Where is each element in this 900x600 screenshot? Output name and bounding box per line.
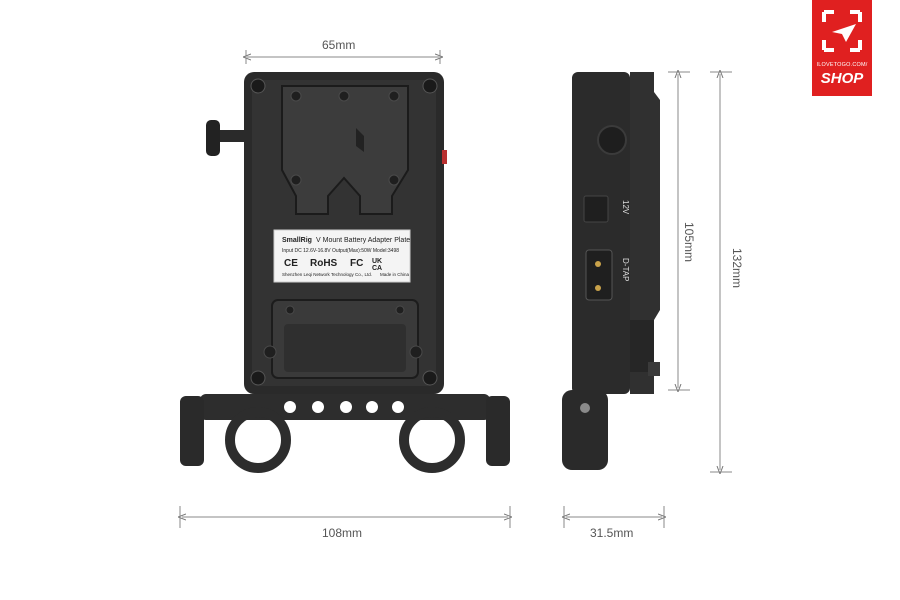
label-origin: Made in China xyxy=(380,272,410,277)
cert-rohs: RoHS xyxy=(310,258,338,269)
side-screw xyxy=(580,403,590,413)
side-rod-clamp xyxy=(562,390,608,470)
label-specs: Input DC 12.6V-16.8V Output(Max):50W Mod… xyxy=(282,248,400,254)
rod-ring-right xyxy=(399,407,465,473)
side-knob-cap xyxy=(597,125,627,155)
cert-ukca: UK CA xyxy=(372,258,383,272)
dim-105-label: 105mm xyxy=(682,222,696,263)
knob-shaft xyxy=(216,130,246,142)
shop-url: ILOVETOGO.COM/ xyxy=(816,62,868,68)
label-title: V Mount Battery Adapter Plate xyxy=(316,237,411,244)
rod-ring-left xyxy=(225,407,291,473)
corner-screws xyxy=(250,78,438,386)
lock-knob-left xyxy=(180,396,204,466)
cert-fc: FC xyxy=(350,258,364,269)
rod-bar-holes xyxy=(284,401,404,413)
port-12v[interactable] xyxy=(583,195,609,223)
cert-ce: CE xyxy=(284,258,298,269)
dim-top-label: 65mm xyxy=(322,38,356,52)
label-maker: Shenzhen Leqi Network Technology Co., Lt… xyxy=(282,272,372,277)
dim-132-label: 132mm xyxy=(730,248,744,289)
v-mount-receiver xyxy=(281,85,409,215)
lock-knob-right xyxy=(486,396,510,466)
side-knob xyxy=(206,120,220,156)
label-sticker xyxy=(273,229,411,283)
red-indicator xyxy=(442,150,447,164)
dim-bottom-label: 108mm xyxy=(322,526,363,540)
shop-logo-icon xyxy=(812,0,872,96)
side-profile xyxy=(630,72,660,394)
side-body xyxy=(572,72,630,394)
shop-word[interactable]: SHOP xyxy=(820,70,864,87)
dim-side-label: 31.5mm xyxy=(590,526,634,540)
port-dtap-label: D-TAP xyxy=(621,258,630,282)
port-dtap[interactable] xyxy=(585,249,613,301)
port-12v-label: 12V xyxy=(621,200,630,215)
label-brand: SmallRig xyxy=(282,237,312,244)
